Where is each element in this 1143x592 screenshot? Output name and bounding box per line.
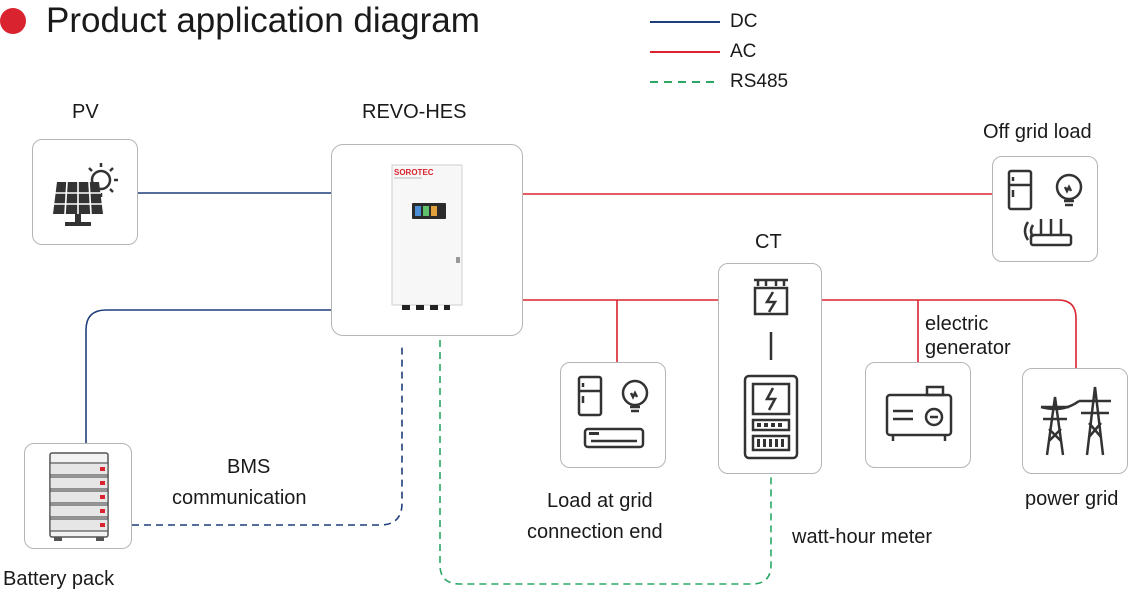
inverter-icon: SOROTEC [391, 164, 463, 310]
generator-label-line2: generator [925, 337, 1011, 359]
pv-box [32, 139, 138, 245]
ac-wire-grid-bus-right [822, 299, 1077, 368]
battery-stack-icon [49, 452, 109, 541]
rs485-wire [439, 340, 772, 585]
appliances-icon [1007, 169, 1083, 247]
page-title: Product application diagram [46, 1, 480, 40]
bms-label-line1: BMS [227, 456, 271, 478]
generator-box [865, 362, 971, 468]
transmission-tower-icon [1040, 386, 1111, 456]
ct-meter-link [769, 332, 773, 360]
meter-label: watt-hour meter [792, 526, 933, 548]
bms-label-line2: communication [172, 487, 307, 509]
legend-ac-label: AC [730, 41, 757, 62]
bms-wire [132, 345, 403, 526]
watt-hour-meter-icon [743, 374, 799, 460]
title-bullet [0, 8, 26, 34]
solar-panel-icon [53, 163, 118, 226]
pv-label: PV [72, 101, 99, 123]
dc-wire-battery [85, 309, 331, 443]
inverter-label: REVO-HES [362, 101, 467, 123]
load-grid-box [560, 362, 666, 468]
current-transformer-icon [753, 278, 789, 316]
off-grid-load-box [992, 156, 1098, 262]
inverter-brand: SOROTEC [394, 168, 434, 177]
ct-label: CT [755, 231, 782, 253]
legend-rs485-label: RS485 [730, 71, 789, 92]
battery-box [24, 443, 132, 549]
legend-dc-label: DC [730, 11, 758, 32]
appliances-icon [577, 375, 649, 449]
off-grid-load-label: Off grid load [983, 121, 1092, 143]
battery-label: Battery pack [3, 568, 115, 590]
load-grid-label-line2: connection end [527, 521, 663, 543]
generator-icon [885, 385, 953, 441]
power-grid-box [1022, 368, 1128, 474]
ct-meter-box [718, 263, 822, 474]
load-grid-label-line1: Load at grid [547, 490, 653, 512]
generator-label-line1: electric [925, 313, 989, 335]
inverter-box: SOROTEC [331, 144, 523, 336]
power-grid-label: power grid [1025, 488, 1119, 510]
